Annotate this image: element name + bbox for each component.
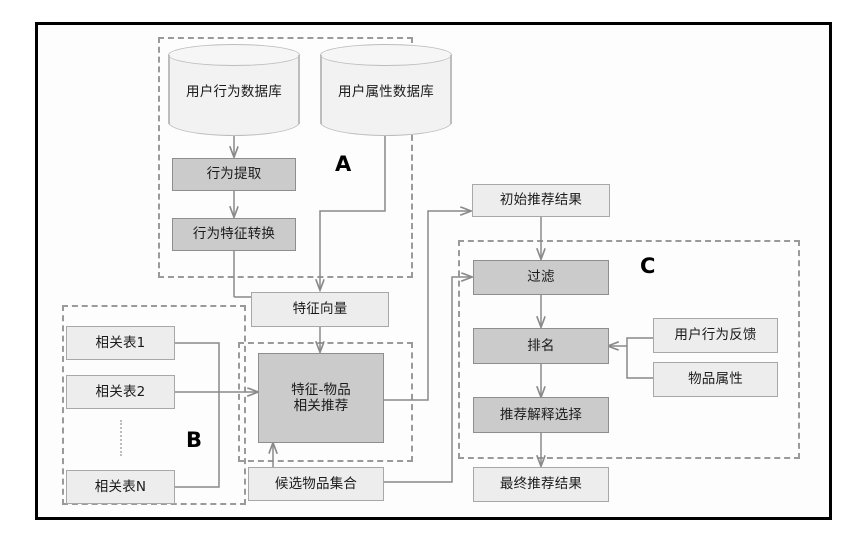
group-label-a: A — [335, 152, 352, 176]
related-table-ellipsis — [120, 420, 122, 456]
cylinder-side-right — [298, 55, 300, 124]
node-related-table-n[interactable]: 相关表N — [66, 470, 175, 504]
database-user-attribute: 用户属性数据库 — [320, 44, 452, 136]
database-user-behavior: 用户行为数据库 — [168, 44, 300, 136]
cylinder-side-right — [450, 55, 452, 124]
cylinder-body — [168, 55, 300, 136]
cylinder-body — [320, 55, 452, 136]
cylinder-side-left — [320, 55, 322, 124]
node-ranking[interactable]: 排名 — [473, 328, 609, 364]
node-related-table-1[interactable]: 相关表1 — [66, 326, 175, 360]
database-label: 用户行为数据库 — [186, 84, 282, 100]
group-box-a-extension — [411, 145, 413, 278]
node-explanation-selection[interactable]: 推荐解释选择 — [473, 397, 609, 433]
node-candidate-item-set[interactable]: 候选物品集合 — [248, 467, 384, 501]
node-item-attribute[interactable]: 物品属性 — [653, 362, 778, 397]
node-filter[interactable]: 过滤 — [473, 260, 609, 295]
node-behavior-feature-transform[interactable]: 行为特征转换 — [172, 218, 296, 251]
node-related-table-2[interactable]: 相关表2 — [66, 375, 175, 409]
node-feature-item-recommend[interactable]: 特征-物品 相关推荐 — [258, 353, 384, 443]
node-user-behavior-feedback[interactable]: 用户行为反馈 — [653, 318, 778, 353]
group-label-c: C — [640, 254, 656, 278]
node-initial-recommend-result[interactable]: 初始推荐结果 — [472, 184, 610, 217]
node-final-recommend-result[interactable]: 最终推荐结果 — [473, 467, 609, 502]
group-label-b: B — [186, 428, 203, 452]
database-label: 用户属性数据库 — [338, 84, 434, 100]
node-feature-vector[interactable]: 特征向量 — [251, 292, 389, 327]
cylinder-side-left — [168, 55, 170, 124]
node-behavior-extraction[interactable]: 行为提取 — [172, 158, 296, 191]
group-box-b — [62, 305, 246, 505]
